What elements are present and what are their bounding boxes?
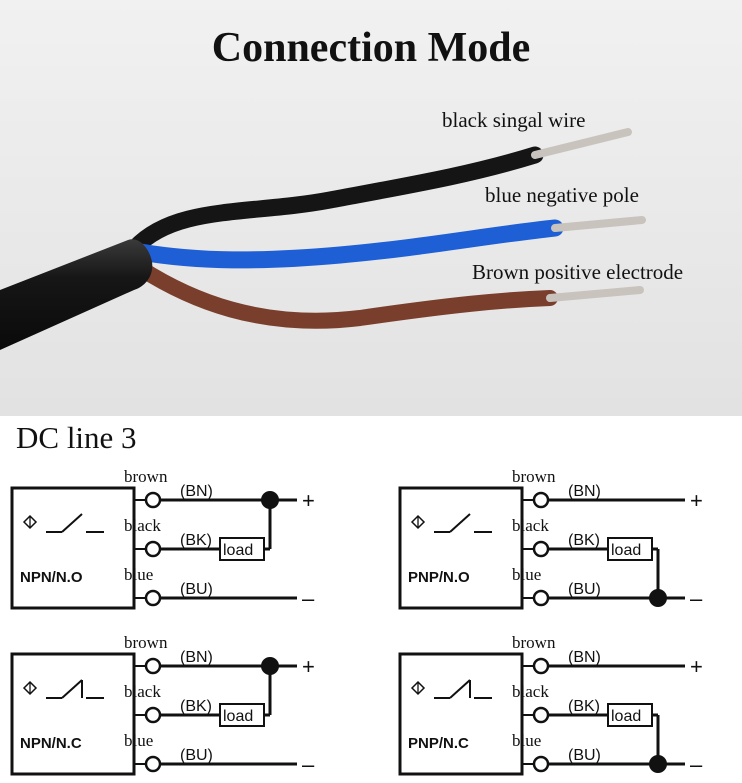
- wire-name-black: black: [124, 516, 161, 535]
- wire-code-brown: (BN): [568, 483, 601, 500]
- plus-sign: +: [690, 488, 703, 513]
- terminal-blue: [532, 589, 550, 607]
- terminal-black: [144, 706, 162, 724]
- switch-blade: [61, 513, 83, 533]
- terminal-blue: [144, 589, 162, 607]
- plus-sign: +: [302, 488, 315, 513]
- wire-name-black: black: [124, 682, 161, 701]
- minus-sign: –: [302, 752, 315, 777]
- wire-code-black: (BK): [180, 532, 212, 549]
- terminal-black: [532, 540, 550, 558]
- terminal-brown: [144, 491, 162, 509]
- minus-sign: –: [690, 752, 703, 777]
- wire-name-blue: blue: [124, 731, 153, 750]
- blue-wire-label: blue negative pole: [485, 183, 639, 207]
- blue-wire: [131, 219, 564, 269]
- wire-code-blue: (BU): [568, 747, 601, 764]
- minus-sign: –: [302, 586, 315, 611]
- sensor-box: [10, 652, 136, 776]
- wire-code-blue: (BU): [568, 581, 601, 598]
- junction-dot: [261, 491, 279, 509]
- wire-name-brown: brown: [512, 467, 556, 486]
- junction-dot: [261, 657, 279, 675]
- terminal-black: [144, 540, 162, 558]
- wire-name-black: black: [512, 516, 549, 535]
- wire-code-brown: (BN): [180, 483, 213, 500]
- sensor-box: [398, 652, 524, 776]
- sensor-symbol-icon: [410, 680, 426, 696]
- junction-dot: [649, 755, 667, 773]
- terminal-brown: [144, 657, 162, 675]
- minus-sign: –: [690, 586, 703, 611]
- switch-blade: [449, 679, 471, 699]
- wire-name-brown: brown: [124, 467, 168, 486]
- terminal-blue: [532, 755, 550, 773]
- wire-name-black: black: [512, 682, 549, 701]
- section-title: DC line 3: [16, 420, 137, 455]
- wire-code-blue: (BU): [180, 581, 213, 598]
- terminal-brown: [532, 657, 550, 675]
- load-label: load: [611, 708, 641, 725]
- wiring-diagram-2: PNP/N.O brown (BN) black (BK) blue (BU) + – load: [398, 467, 703, 611]
- wire-name-brown: brown: [512, 633, 556, 652]
- sensor-symbol-icon: [22, 680, 38, 696]
- switch-blade: [61, 679, 83, 699]
- terminal-blue: [144, 755, 162, 773]
- switch-blade: [449, 513, 471, 533]
- plus-sign: +: [302, 654, 315, 679]
- load-label: load: [223, 708, 253, 725]
- black-wire-label: black singal wire: [442, 108, 586, 132]
- sensor-type-label: PNP/N.O: [408, 569, 470, 586]
- brown-wire: [132, 260, 558, 329]
- wiring-diagram-4: PNP/N.C brown (BN) black (BK) blue (BU) + – load: [398, 633, 703, 777]
- wire-code-brown: (BN): [180, 649, 213, 666]
- wire-code-black: (BK): [568, 698, 600, 715]
- load-label: load: [223, 542, 253, 559]
- cable-jacket: [0, 239, 153, 350]
- wire-name-blue: blue: [512, 565, 541, 584]
- brown-wire-label: Brown positive electrode: [472, 260, 684, 284]
- sensor-box: [398, 486, 524, 610]
- black-wire-tip: [531, 128, 632, 159]
- terminal-black: [532, 706, 550, 724]
- wire-code-brown: (BN): [568, 649, 601, 666]
- sensor-box: [10, 486, 136, 610]
- photo-background: [0, 0, 742, 416]
- sensor-type-label: NPN/N.C: [20, 735, 82, 752]
- wire-code-blue: (BU): [180, 747, 213, 764]
- black-wire: [126, 146, 544, 257]
- page-title: Connection Mode: [211, 25, 531, 71]
- cable-photo: [0, 0, 742, 416]
- junction-dot: [649, 589, 667, 607]
- wire-code-black: (BK): [568, 532, 600, 549]
- load-label: load: [611, 542, 641, 559]
- plus-sign: +: [690, 654, 703, 679]
- wiring-diagram-3: NPN/N.C brown (BN) black (BK) blue (BU) + – load: [10, 633, 315, 777]
- wiring-diagrams: NPN/N.Obrown(BN)black(BK)blue(BU)+–loadP…: [10, 467, 703, 777]
- sensor-symbol-icon: [410, 514, 426, 530]
- sensor-symbol-icon: [22, 514, 38, 530]
- wire-name-brown: brown: [124, 633, 168, 652]
- wiring-diagram-1: NPN/N.O brown (BN) black (BK) blue (BU) + – load: [10, 467, 315, 611]
- sensor-type-label: PNP/N.C: [408, 735, 469, 752]
- wire-code-black: (BK): [180, 698, 212, 715]
- brown-wire-tip: [546, 286, 644, 302]
- wire-name-blue: blue: [512, 731, 541, 750]
- blue-wire-tip: [551, 216, 646, 232]
- terminal-brown: [532, 491, 550, 509]
- wire-name-blue: blue: [124, 565, 153, 584]
- sensor-type-label: NPN/N.O: [20, 569, 83, 586]
